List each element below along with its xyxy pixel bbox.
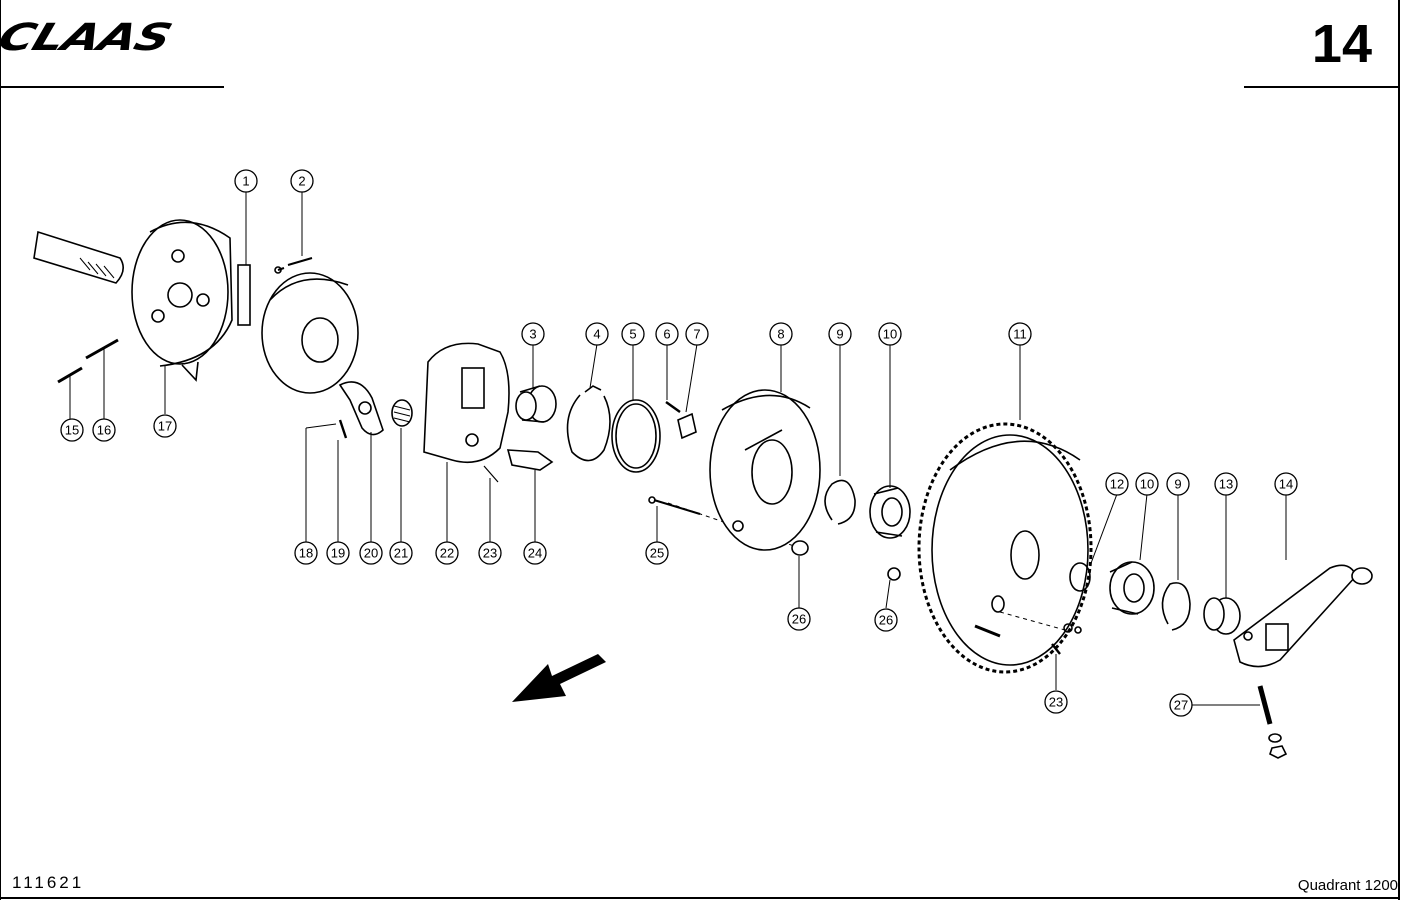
callout-label-14: 14 [1279, 477, 1293, 492]
callout-label-10: 10 [883, 327, 897, 342]
part-27-bolt [1257, 685, 1288, 759]
part-9-circlip-b [1161, 582, 1191, 631]
callout-label-16: 16 [97, 423, 111, 438]
callout-label-22: 22 [440, 546, 454, 561]
part-19-pin [338, 419, 348, 439]
callout-label-6: 6 [663, 327, 670, 342]
arrow-down-left-icon [512, 654, 606, 702]
callout-label-12: 12 [1110, 477, 1124, 492]
callout-label-25: 25 [650, 546, 664, 561]
callout-bubbles [60, 169, 1298, 717]
part-21-spring [391, 399, 413, 427]
callout-label-26: 26 [879, 613, 893, 628]
part-13-bushing [1203, 597, 1241, 635]
callout-label-19: 19 [331, 546, 345, 561]
model-name: Quadrant 1200 [1297, 877, 1398, 894]
callout-label-15: 15 [65, 423, 79, 438]
clutch-hub-disc [261, 272, 359, 394]
part-16-pin [85, 338, 119, 360]
part-15-pin [57, 366, 83, 384]
callout-label-2: 2 [298, 174, 305, 189]
part-11-gear [917, 422, 1093, 674]
callout-label-9: 9 [836, 327, 843, 342]
part-3-bushing [515, 385, 557, 423]
part-24-pin [506, 449, 554, 471]
callout-label-8: 8 [777, 327, 784, 342]
part-14-crank-arm [1233, 564, 1373, 668]
page-number: 14 [1311, 14, 1372, 74]
callout-label-10: 10 [1140, 477, 1154, 492]
callout-label-26: 26 [792, 612, 806, 627]
callout-label-7: 7 [693, 327, 700, 342]
drive-shaft [33, 230, 124, 284]
callout-label-18: 18 [299, 546, 313, 561]
callout-label-23: 23 [1049, 695, 1063, 710]
part-12-ring [1069, 562, 1091, 592]
leader-lines [69, 192, 1287, 706]
part-22-housing [423, 342, 510, 483]
part-23-pin-b [1051, 623, 1082, 655]
part-6-spring-pin [665, 401, 681, 413]
part-25-bolt [648, 496, 801, 549]
part-20-pawl [338, 381, 384, 436]
callout-label-11: 11 [1013, 327, 1027, 342]
part-10-bearing-b [1109, 561, 1155, 615]
callout-label-27: 27 [1174, 698, 1188, 713]
callout-label-17: 17 [158, 419, 172, 434]
part-17-flange [131, 219, 233, 382]
part-4-circlip [566, 385, 611, 462]
part-26-bushing-b [887, 567, 901, 581]
callout-label-3: 3 [529, 327, 536, 342]
callout-label-23: 23 [483, 546, 497, 561]
part-10-bearing-a [869, 485, 911, 539]
part-2-bolt [274, 257, 313, 274]
part-7-key-block [677, 412, 697, 440]
part-8-cam-plate [709, 389, 821, 551]
callout-label-20: 20 [364, 546, 378, 561]
callout-label-9: 9 [1174, 477, 1181, 492]
callout-label-24: 24 [528, 546, 542, 561]
drawing-number: 111621 [12, 873, 85, 892]
callout-label-1: 1 [242, 174, 249, 189]
callout-label-5: 5 [629, 327, 636, 342]
callout-label-13: 13 [1219, 477, 1233, 492]
part-26-bushing-a [791, 540, 809, 556]
callout-label-21: 21 [394, 546, 408, 561]
part-5-ring [611, 399, 661, 473]
part-9-circlip-a [824, 479, 856, 525]
part-1-key [237, 264, 251, 326]
callout-label-4: 4 [593, 327, 600, 342]
